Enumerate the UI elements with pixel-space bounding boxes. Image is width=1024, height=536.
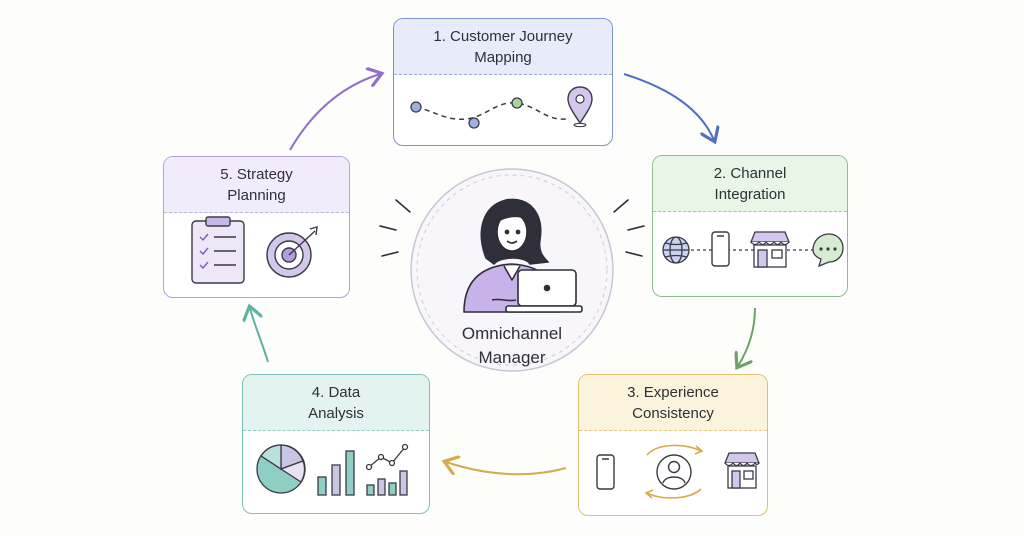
trend-chart-icon: [365, 443, 409, 496]
step-title: 2. Channel Integration: [713, 164, 787, 203]
step-card-customer-journey-mapping: 1. Customer Journey Mapping: [393, 18, 613, 146]
storefront-icon: [750, 231, 790, 268]
arrow-step4-to-step5: [250, 308, 269, 363]
arrow-step2-to-step3: [738, 307, 756, 366]
arrow-step3-to-step4: [446, 462, 567, 474]
step-card-header: 2. Channel Integration: [653, 156, 847, 212]
checklist-clipboard-icon: [191, 216, 245, 284]
bar-chart-icon: [317, 450, 355, 496]
step-card-header: 4. Data Analysis: [243, 375, 429, 431]
location-pin-icon: [567, 86, 593, 128]
sync-arrows: [644, 444, 704, 499]
step-card-header: 1. Customer Journey Mapping: [394, 19, 612, 75]
storefront-icon: [724, 452, 760, 489]
pie-chart-icon: [256, 444, 306, 494]
center-label: Omnichannel Manager: [461, 324, 563, 367]
chat-bubble-icon: [812, 233, 844, 268]
step-card-header: 5. Strategy Planning: [164, 157, 349, 213]
smartphone-icon: [711, 231, 730, 267]
smartphone-icon: [596, 454, 615, 490]
step-title: 3. Experience Consistency: [627, 383, 719, 422]
step-title: 1. Customer Journey Mapping: [433, 27, 573, 66]
step-title: 5. Strategy Planning: [220, 165, 293, 204]
step-title: 4. Data Analysis: [308, 383, 364, 422]
globe-icon: [662, 236, 690, 264]
step-card-data-analysis: 4. Data Analysis: [242, 374, 430, 514]
journey-path-icon: [410, 97, 567, 129]
target-icon: [266, 226, 318, 278]
manager-with-laptop-icon: [463, 198, 583, 313]
customer-profile-icon: [656, 454, 692, 490]
arrow-step1-to-step2: [623, 73, 714, 140]
step-card-channel-integration: 2. Channel Integration: [652, 155, 848, 297]
step-card-header: 3. Experience Consistency: [579, 375, 767, 431]
sparkle-lines: [379, 199, 645, 257]
step-card-strategy-planning: 5. Strategy Planning: [163, 156, 350, 298]
arrow-step5-to-step1: [289, 74, 380, 151]
step-card-experience-consistency: 3. Experience Consistency: [578, 374, 768, 516]
